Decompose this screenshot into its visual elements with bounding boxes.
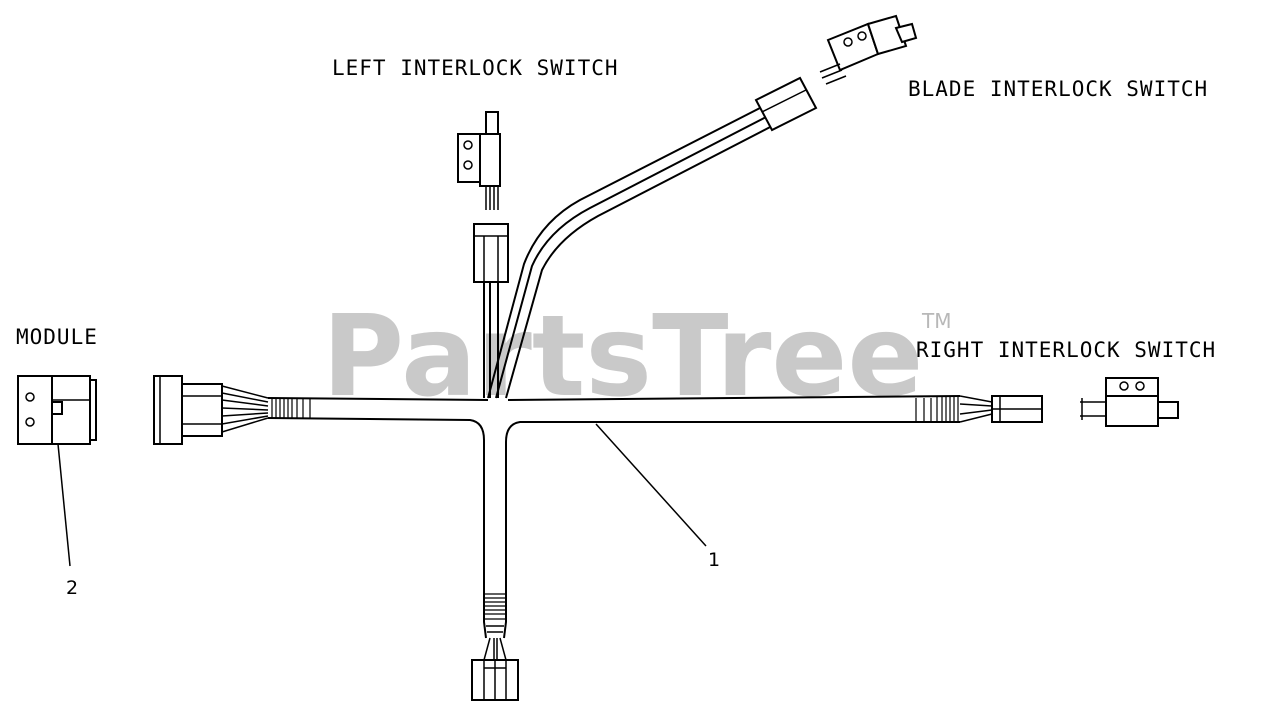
callout-leader-module (57, 443, 71, 567)
blade-interlock-switch[interactable] (819, 14, 918, 85)
right-harness-connector[interactable] (991, 395, 1043, 423)
callout-number-harness: 1 (708, 549, 720, 571)
callout-number-module: 2 (66, 577, 78, 599)
right-interlock-switch[interactable] (1080, 377, 1179, 427)
blade-harness-connector[interactable] (754, 76, 818, 132)
watermark-trademark: TM (921, 309, 951, 333)
module[interactable] (17, 375, 97, 445)
label-blade-interlock-switch: BLADE INTERLOCK SWITCH (908, 77, 1208, 101)
left-interlock-switch[interactable] (457, 111, 501, 210)
label-right-interlock-switch: RIGHT INTERLOCK SWITCH (916, 338, 1216, 362)
wiring-harness[interactable] (221, 107, 993, 661)
left-harness-connector[interactable] (473, 223, 509, 283)
bottom-harness-connector[interactable] (471, 659, 519, 701)
callout-leader-harness (595, 423, 707, 547)
watermark-brand: PartsTree (322, 292, 923, 422)
label-module: MODULE (16, 325, 98, 349)
label-left-interlock-switch: LEFT INTERLOCK SWITCH (332, 56, 619, 80)
module-harness-connector[interactable] (153, 375, 223, 445)
